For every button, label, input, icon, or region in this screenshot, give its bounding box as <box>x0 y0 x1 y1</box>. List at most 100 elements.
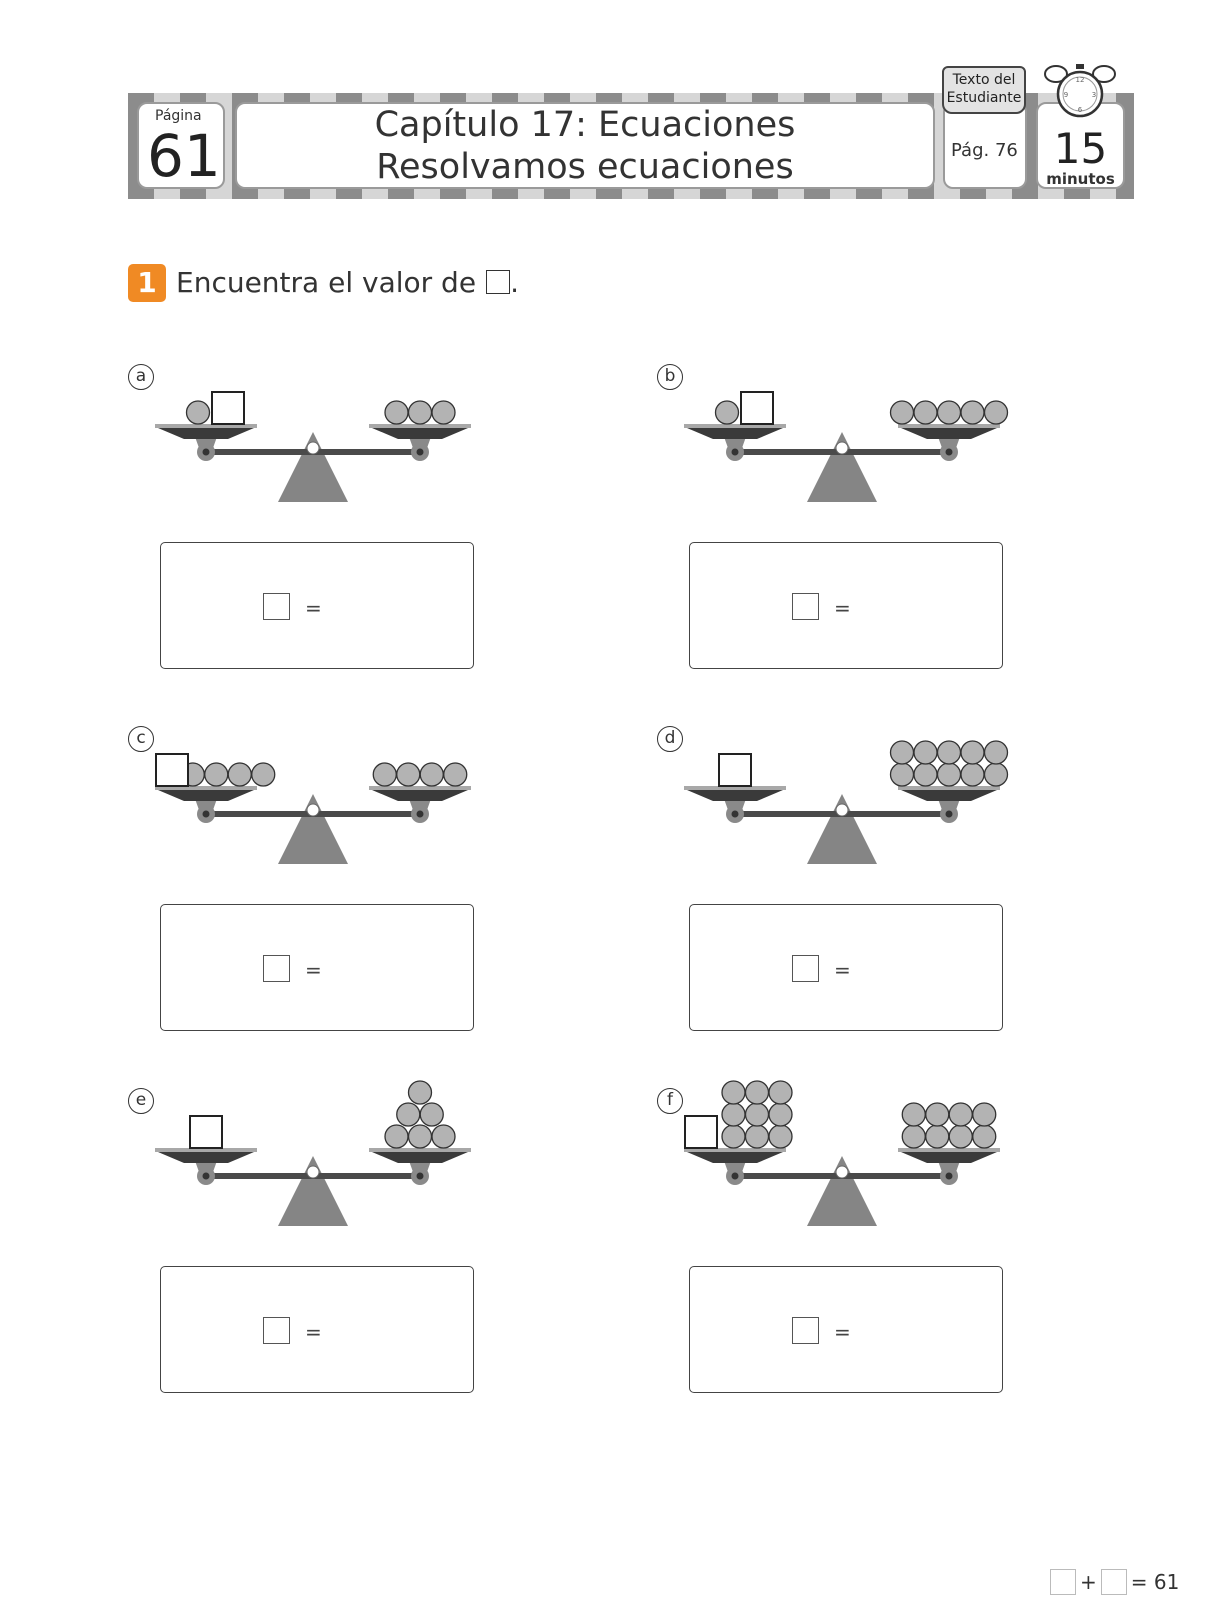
instruction: Encuentra el valor de. <box>176 264 519 302</box>
right-hinge-pin <box>945 1172 953 1180</box>
weight-ball <box>251 762 276 787</box>
left-hinge-pin <box>731 810 739 818</box>
problem-label: b <box>657 364 683 390</box>
left-pan-bowl <box>687 790 783 801</box>
problem-label: d <box>657 726 683 752</box>
left-pan-tray <box>155 786 257 790</box>
answer-box[interactable]: = <box>160 904 474 1031</box>
problem-e: e = <box>128 1080 488 1408</box>
right-pan-bowl <box>901 1152 997 1163</box>
weight-ball <box>384 1124 409 1149</box>
weight-ball <box>407 400 433 425</box>
weight-ball <box>372 762 397 787</box>
unknown-square <box>189 1115 223 1149</box>
answer-box[interactable]: = <box>160 542 474 669</box>
weight-ball <box>407 1124 433 1149</box>
right-hinge-pin <box>416 448 424 456</box>
answer-box[interactable]: = <box>689 904 1003 1031</box>
weight-ball <box>721 1102 746 1127</box>
scale-pivot <box>835 1165 849 1179</box>
weight-ball <box>419 762 444 787</box>
textbook-page: Pág. 76 <box>951 140 1018 161</box>
chapter-title-box: Capítulo 17: Ecuaciones Resolvamos ecuac… <box>235 102 935 189</box>
answer-square-icon <box>263 955 290 982</box>
book-icon: Texto del Estudiante <box>942 66 1026 114</box>
weight-ball <box>936 400 962 425</box>
right-pan-bowl <box>901 428 997 439</box>
weight-ball <box>972 1102 997 1127</box>
problem-label: a <box>128 364 154 390</box>
answer-square-icon <box>263 593 290 620</box>
right-hinge-pin <box>945 448 953 456</box>
balance-scale <box>155 753 471 864</box>
weight-ball <box>983 400 1009 425</box>
footer-plus: + <box>1080 1570 1097 1594</box>
weight-ball <box>204 762 229 787</box>
page-label: Página <box>155 108 202 124</box>
left-pan-tray <box>155 1148 257 1152</box>
left-pan-bowl <box>158 1152 254 1163</box>
unknown-square <box>211 391 245 425</box>
footer-equals: = 61 <box>1130 1570 1180 1594</box>
answer-equals: = <box>834 596 851 620</box>
weight-ball <box>960 740 985 765</box>
left-hinge-pin <box>202 448 210 456</box>
scale-pivot <box>306 1165 320 1179</box>
balance-scale <box>155 391 471 502</box>
weight-ball <box>744 1080 770 1105</box>
scale-pivot <box>306 803 320 817</box>
weight-ball <box>384 400 409 425</box>
answer-box[interactable]: = <box>689 1266 1003 1393</box>
left-hinge-pin <box>731 1172 739 1180</box>
clock-number-12: 12 <box>1076 76 1085 84</box>
weight-ball <box>714 400 740 425</box>
clock-number-3: 3 <box>1092 91 1096 99</box>
unknown-square <box>684 1115 718 1149</box>
answer-box[interactable]: = <box>160 1266 474 1393</box>
right-pan-bowl <box>372 428 468 439</box>
alarm-clock-icon: 12 3 6 9 <box>1044 64 1116 118</box>
unknown-square <box>155 753 189 787</box>
weight-ball <box>744 1102 770 1127</box>
right-pan-tray <box>369 1148 471 1152</box>
scale-stand <box>807 1156 877 1226</box>
balance-scale <box>684 391 1009 502</box>
answer-equals: = <box>834 1320 851 1344</box>
left-hinge-pin <box>731 448 739 456</box>
lesson-title: Resolvamos ecuaciones <box>376 147 794 187</box>
time-unit: minutos <box>1046 170 1115 188</box>
question-number: 1 <box>128 264 166 302</box>
right-pan-bowl <box>372 790 468 801</box>
weight-ball <box>972 1124 997 1149</box>
weight-ball <box>407 1080 433 1105</box>
unknown-square-icon <box>486 270 511 294</box>
balance-scale <box>684 740 1009 864</box>
weight-ball <box>936 762 962 787</box>
weight-ball <box>185 400 211 425</box>
scale-pivot <box>835 441 849 455</box>
balance-scale <box>155 1080 471 1226</box>
problem-a: a = <box>128 364 488 684</box>
textbook-reference-box: Pág. 76 <box>943 102 1027 189</box>
left-pan-tray <box>684 1148 786 1152</box>
page-number: 61 <box>147 122 221 190</box>
answer-box[interactable]: = <box>689 542 1003 669</box>
clock-number-6: 6 <box>1078 106 1083 114</box>
clock-number-9: 9 <box>1064 91 1068 99</box>
time-box: 15 minutos <box>1036 102 1125 189</box>
instruction-period: . <box>510 266 519 299</box>
weight-ball <box>913 762 938 787</box>
weight-ball <box>768 1124 793 1149</box>
weight-ball <box>889 400 915 425</box>
weight-ball <box>960 400 985 425</box>
weight-ball <box>721 1124 746 1149</box>
answer-equals: = <box>305 596 322 620</box>
weight-ball <box>889 740 915 765</box>
weight-ball <box>768 1080 793 1105</box>
chapter-title: Capítulo 17: Ecuaciones <box>374 105 796 145</box>
scale-stand <box>807 432 877 502</box>
right-pan-tray <box>369 786 471 790</box>
unknown-square <box>718 753 752 787</box>
scale-stand <box>278 432 348 502</box>
left-pan-tray <box>684 786 786 790</box>
